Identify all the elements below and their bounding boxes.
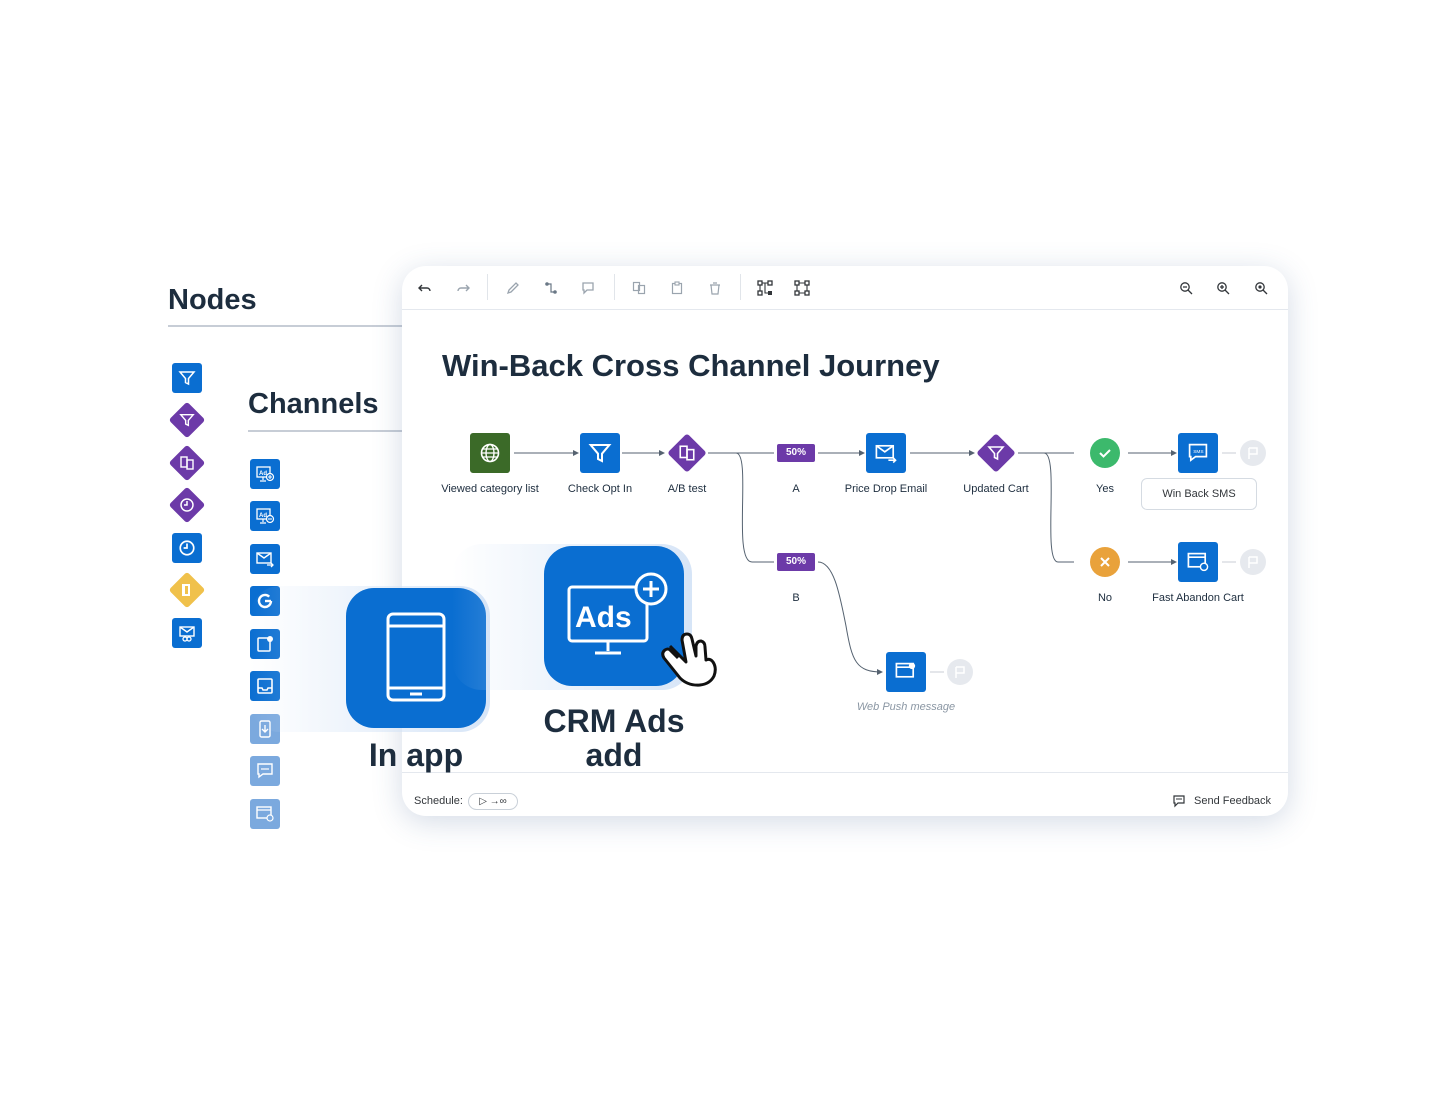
filter-icon <box>987 446 1005 461</box>
comment-icon[interactable] <box>579 279 597 297</box>
no-x-icon[interactable] <box>1090 547 1120 577</box>
email-check-icon[interactable] <box>172 618 202 648</box>
redo-icon[interactable] <box>454 279 472 297</box>
check-opt-in-label: Check Opt In <box>567 483 633 495</box>
copy-icon[interactable] <box>630 279 648 297</box>
zoom-reset-icon[interactable] <box>1252 279 1270 297</box>
yes-check-icon[interactable] <box>1090 438 1120 468</box>
clock-icon[interactable] <box>172 533 202 563</box>
journey-editor: Win-Back Cross Channel Journey Viewed ca… <box>402 266 1288 816</box>
edit-icon[interactable] <box>504 279 522 297</box>
ab-test-diamond-icon[interactable] <box>172 448 202 478</box>
price-drop-email-label: Price Drop Email <box>844 483 928 495</box>
yes-label: Yes <box>1096 483 1114 495</box>
fast-abandon-cart-label: Fast Abandon Cart <box>1152 592 1244 604</box>
email-icon[interactable] <box>250 544 280 574</box>
delete-icon[interactable] <box>706 279 724 297</box>
svg-text:Ad: Ad <box>259 513 267 519</box>
no-label: No <box>1097 592 1113 604</box>
hand-cursor-icon <box>656 626 720 695</box>
journey-title: Win-Back Cross Channel Journey <box>442 348 940 383</box>
end-flag-icon <box>947 659 973 685</box>
viewed-category-label: Viewed category list <box>441 483 539 495</box>
paste-icon[interactable] <box>668 279 686 297</box>
win-back-sms-label[interactable]: Win Back SMS <box>1141 478 1257 510</box>
connect-icon[interactable] <box>542 279 560 297</box>
nodes-heading: Nodes <box>168 284 257 316</box>
zoom-in-icon[interactable] <box>1214 279 1232 297</box>
toolbar-separator <box>614 274 615 300</box>
toolbar-separator <box>487 274 488 300</box>
web-push-label: Web Push message <box>856 701 956 713</box>
editor-footer: Schedule: ▷ →∞ Send Feedback <box>402 772 1288 816</box>
web-push-icon <box>895 662 916 678</box>
crm-ads-add-icon[interactable]: Ad <box>250 459 280 489</box>
ads-text: Ads <box>575 601 632 634</box>
crm-ads-add-tile[interactable]: Ads <box>544 546 684 686</box>
editor-toolbar <box>402 266 1288 310</box>
fit-icon[interactable] <box>793 279 811 297</box>
wait-diamond-icon[interactable] <box>172 490 202 520</box>
ads-add-icon: Ads <box>567 572 668 655</box>
web-push-icon[interactable] <box>250 799 280 829</box>
sms-icon[interactable] <box>250 756 280 786</box>
filter-icon[interactable] <box>172 363 202 393</box>
sms-icon: SMS <box>1188 443 1208 462</box>
split-a-badge[interactable]: 50% <box>777 444 815 462</box>
svg-text:Ad: Ad <box>259 471 267 477</box>
filter-diamond-icon[interactable] <box>172 405 202 435</box>
crm-ads-label: CRM Ads add <box>543 703 685 773</box>
crm-ads-remove-icon[interactable]: Ad <box>250 501 280 531</box>
undo-icon[interactable] <box>416 279 434 297</box>
ab-test-label: A/B test <box>667 483 707 495</box>
send-feedback-link[interactable]: Send Feedback <box>1194 795 1272 807</box>
channels-heading: Channels <box>248 388 379 420</box>
filter-icon <box>588 444 612 463</box>
in-app-label: In app <box>368 737 464 773</box>
flow-connectors <box>514 450 1236 675</box>
end-flag-icon <box>1240 549 1266 575</box>
channels-divider <box>248 430 404 432</box>
ab-test-node[interactable] <box>667 433 707 473</box>
updated-cart-node[interactable] <box>976 433 1016 473</box>
tablet-icon <box>386 612 446 702</box>
updated-cart-label: Updated Cart <box>963 483 1029 495</box>
web-push-node[interactable] <box>886 652 926 692</box>
split-b-label: B <box>792 592 800 604</box>
email-icon <box>875 444 897 464</box>
check-opt-in-node[interactable] <box>580 433 620 473</box>
ab-test-icon <box>679 445 695 461</box>
auto-layout-icon[interactable] <box>756 279 774 297</box>
globe-icon[interactable] <box>470 433 510 473</box>
nodes-divider <box>168 325 404 327</box>
split-a-label: A <box>792 483 800 495</box>
win-back-sms-node[interactable]: SMS <box>1178 433 1218 473</box>
fast-abandon-cart-node[interactable] <box>1178 542 1218 582</box>
split-b-badge[interactable]: 50% <box>777 553 815 571</box>
toolbar-separator <box>740 274 741 300</box>
schedule-label: Schedule: <box>414 795 463 807</box>
price-drop-email-node[interactable] <box>866 433 906 473</box>
zoom-out-icon[interactable] <box>1177 279 1195 297</box>
schedule-value[interactable]: ▷ →∞ <box>468 793 518 810</box>
exit-diamond-icon[interactable] <box>172 575 202 605</box>
end-flag-icon <box>1240 440 1266 466</box>
web-push-icon <box>1187 552 1209 572</box>
feedback-icon[interactable] <box>1172 794 1186 813</box>
svg-text:SMS: SMS <box>1193 449 1203 455</box>
